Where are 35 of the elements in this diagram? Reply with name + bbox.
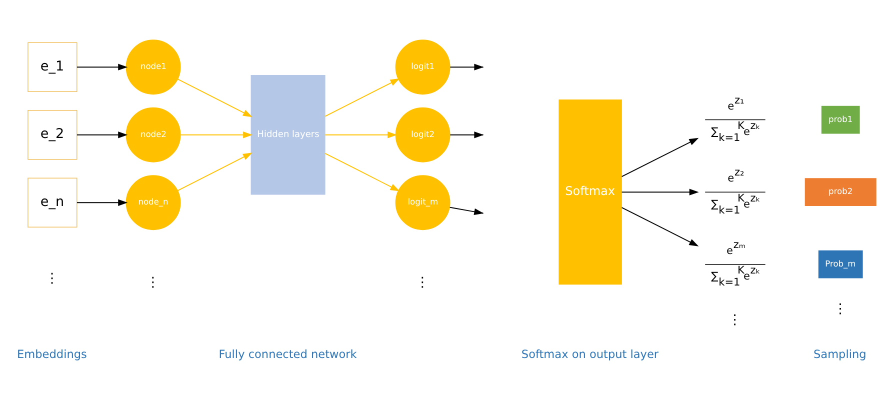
node-circle: node1 <box>126 39 181 94</box>
label: ⋮ <box>728 312 742 328</box>
arrow <box>324 78 400 116</box>
node-box: e_n <box>28 177 78 227</box>
node-box: prob1 <box>821 105 860 134</box>
node-box: e_1 <box>28 42 78 92</box>
arrow <box>76 198 128 206</box>
node-box: Prob_m <box>818 250 863 278</box>
node-circle: node_n <box>126 174 181 230</box>
arrow <box>621 188 699 195</box>
arrow <box>76 63 128 70</box>
arrow <box>324 152 400 191</box>
label: Fully connected network <box>218 348 357 361</box>
node-box: Hidden layers <box>250 74 326 194</box>
arrow <box>76 131 128 138</box>
arrow <box>621 137 699 177</box>
label: Embeddings <box>17 348 87 361</box>
arrow <box>621 206 699 246</box>
arrow <box>324 131 398 138</box>
node-box: Softmax <box>558 98 622 284</box>
arrow <box>177 78 252 117</box>
label: ⋮ <box>416 274 430 290</box>
node-box: e_2 <box>28 110 78 160</box>
node-circle: node2 <box>126 106 181 162</box>
label: Softmax on output layer <box>521 348 659 361</box>
node-circle: logit_m <box>395 174 450 230</box>
node-box: prob2 <box>804 178 876 206</box>
arrow <box>177 152 252 190</box>
label: Sampling <box>814 348 866 361</box>
label: ⋮ <box>146 274 160 290</box>
node-circle: logit1 <box>395 39 450 94</box>
label: ⋮ <box>45 270 59 286</box>
arrow <box>180 131 253 138</box>
label: ⋮ <box>833 300 847 316</box>
node-circle: logit2 <box>395 106 450 162</box>
